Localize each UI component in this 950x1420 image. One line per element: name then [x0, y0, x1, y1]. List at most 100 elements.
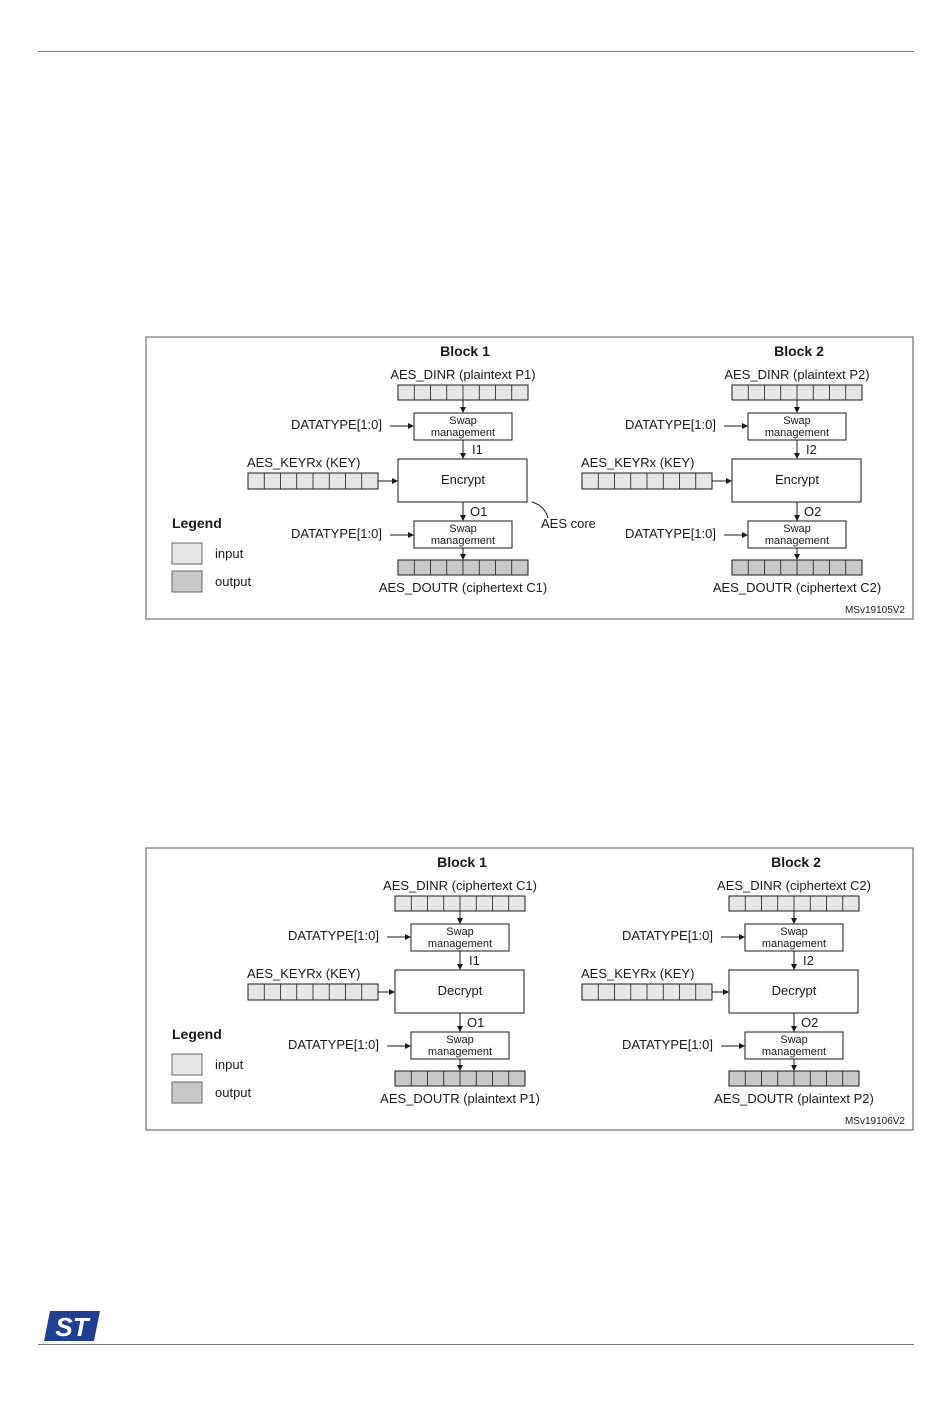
inter1-label: I2: [803, 953, 814, 968]
inter2-label: O1: [467, 1015, 484, 1030]
legend-input-label: input: [215, 546, 244, 561]
inter2-label: O2: [804, 504, 821, 519]
aes-core-pointer: [531, 501, 549, 519]
swap-box-out: [413, 520, 513, 549]
datatype-in-label: DATATYPE[1:0]: [622, 928, 713, 943]
swap-out-line2: management: [428, 1046, 492, 1058]
block-title: Block 2: [771, 854, 821, 870]
datatype-out-label: DATATYPE[1:0]: [622, 1037, 713, 1052]
datatype-in-label: DATATYPE[1:0]: [288, 928, 379, 943]
inter2-arrow-head: [457, 1026, 463, 1032]
swap-out-line1: Swap: [449, 523, 477, 535]
din-label: AES_DINR (plaintext P1): [390, 367, 535, 382]
datatype-in-arrow-head: [408, 423, 414, 429]
inter2-arrow-head: [460, 515, 466, 521]
inter1-arrow-head: [791, 964, 797, 970]
legend-input-swatch: [171, 1053, 203, 1076]
swap-out-line1: Swap: [783, 523, 811, 535]
key-arrow-head: [726, 478, 732, 484]
key-arrow-head: [389, 989, 395, 995]
swap-box-in: [410, 923, 510, 952]
datatype-in-arrow-head: [405, 934, 411, 940]
legend-output-label: output: [215, 1085, 252, 1100]
din-label: AES_DINR (ciphertext C2): [717, 878, 871, 893]
swap-out-line1: Swap: [446, 1034, 474, 1046]
swap-box-in: [747, 412, 847, 441]
swap-in-line2: management: [431, 427, 495, 439]
swap-out-line2: management: [762, 1046, 826, 1058]
key-arrow-head: [392, 478, 398, 484]
footer-rule: [38, 1344, 914, 1345]
dout-label: AES_DOUTR (plaintext P2): [714, 1091, 874, 1106]
swap-in-line1: Swap: [449, 415, 477, 427]
din-arrow-head: [794, 407, 800, 413]
key-label: AES_KEYRx (KEY): [247, 966, 360, 981]
swap-box-out: [744, 1031, 844, 1060]
inter1-arrow-head: [460, 453, 466, 459]
header-rule: [38, 51, 914, 52]
swap-out-line1: Swap: [780, 1034, 808, 1046]
key-label: AES_KEYRx (KEY): [581, 966, 694, 981]
datatype-out-label: DATATYPE[1:0]: [288, 1037, 379, 1052]
swap-in-line1: Swap: [780, 926, 808, 938]
swap-in-line2: management: [762, 938, 826, 950]
datatype-in-label: DATATYPE[1:0]: [291, 417, 382, 432]
swap-in-line2: management: [765, 427, 829, 439]
swap-box-out: [410, 1031, 510, 1060]
din-label: AES_DINR (plaintext P2): [724, 367, 869, 382]
datatype-out-arrow-head: [739, 1043, 745, 1049]
datatype-out-arrow-head: [742, 532, 748, 538]
inter2-label: O2: [801, 1015, 818, 1030]
inter2-label: O1: [470, 504, 487, 519]
dout-arrow-head: [460, 554, 466, 560]
dout-label: AES_DOUTR (ciphertext C2): [713, 580, 881, 595]
figure-frame: [145, 847, 914, 1131]
dout-label: AES_DOUTR (ciphertext C1): [379, 580, 547, 595]
inter1-arrow-head: [794, 453, 800, 459]
legend-input-swatch: [171, 542, 203, 565]
din-label: AES_DINR (ciphertext C1): [383, 878, 537, 893]
st-logo: ST: [44, 1311, 100, 1342]
inter2-arrow-head: [794, 515, 800, 521]
legend-output-swatch: [171, 1081, 203, 1104]
datatype-in-arrow-head: [739, 934, 745, 940]
operation-box: [394, 969, 525, 1014]
legend-output-label: output: [215, 574, 252, 589]
inter1-label: I1: [469, 953, 480, 968]
key-arrow-head: [723, 989, 729, 995]
datatype-out-arrow-head: [408, 532, 414, 538]
inter1-label: I1: [472, 442, 483, 457]
block-title: Block 1: [437, 854, 487, 870]
datatype-out-label: DATATYPE[1:0]: [291, 526, 382, 541]
legend-title: Legend: [172, 1026, 222, 1042]
legend-input-label: input: [215, 1057, 244, 1072]
dout-arrow-head: [791, 1065, 797, 1071]
datatype-in-arrow-head: [742, 423, 748, 429]
dout-arrow-head: [794, 554, 800, 560]
operation-label: Encrypt: [441, 472, 485, 487]
key-label: AES_KEYRx (KEY): [581, 455, 694, 470]
svg-text:ST: ST: [55, 1312, 90, 1342]
block-title: Block 2: [774, 343, 824, 359]
swap-box-out: [747, 520, 847, 549]
operation-label: Encrypt: [775, 472, 819, 487]
din-arrow-head: [460, 407, 466, 413]
din-arrow-head: [791, 918, 797, 924]
legend-output-swatch: [171, 570, 203, 593]
operation-label: Decrypt: [438, 983, 483, 998]
datatype-out-arrow-head: [405, 1043, 411, 1049]
dout-label: AES_DOUTR (plaintext P1): [380, 1091, 540, 1106]
figure-id: MSv19105V2: [845, 605, 905, 616]
inter1-label: I2: [806, 442, 817, 457]
inter1-arrow-head: [457, 964, 463, 970]
swap-in-line2: management: [428, 938, 492, 950]
swap-out-line2: management: [431, 535, 495, 547]
swap-in-line1: Swap: [446, 926, 474, 938]
figure-frame: [145, 336, 914, 620]
operation-box: [731, 458, 862, 503]
legend-title: Legend: [172, 515, 222, 531]
swap-out-line2: management: [765, 535, 829, 547]
key-label: AES_KEYRx (KEY): [247, 455, 360, 470]
